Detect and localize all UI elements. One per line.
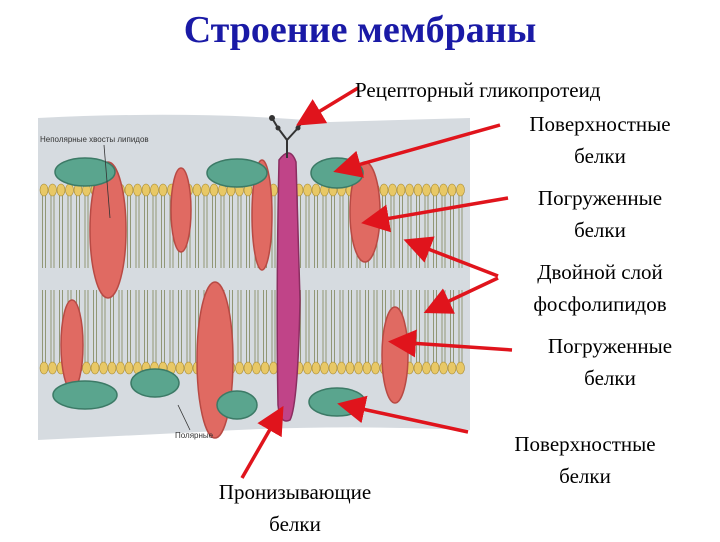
lipid-head (141, 183, 151, 197)
bilayer-label-1: Двойной слой (537, 260, 663, 284)
bilayer-label-2: фосфолипидов (533, 292, 667, 316)
lipid-head (311, 183, 321, 197)
lipid-head (260, 361, 270, 375)
embedded-proteins-bottom-label-1: Погруженные (547, 334, 673, 358)
lipid-head (82, 361, 91, 375)
lipid-head (150, 183, 159, 197)
lipid-head (175, 361, 185, 375)
arrow-piercing (240, 405, 284, 479)
transmembrane-protein (269, 115, 308, 422)
arrow-surface-top (333, 123, 501, 178)
polar-heads-label: Полярные (175, 431, 214, 440)
lipid-head (90, 361, 100, 375)
receptor-glycoprotein-label: Рецепторный гликопротеид (355, 78, 601, 102)
lipid-head (48, 183, 57, 197)
arrow-bilayer-upper (403, 236, 499, 278)
lipid-head (201, 183, 210, 197)
lipid-head (456, 183, 465, 197)
embedded-protein (381, 306, 409, 404)
surface-proteins-bottom-label-2: белки (559, 464, 611, 488)
page-title: Строение мембраны (183, 9, 537, 51)
arrow-receptor (296, 86, 359, 126)
lipid-head (447, 183, 457, 197)
surface-proteins-bottom-label-1: Поверхностные (514, 432, 656, 456)
arrow-embedded-bottom (388, 329, 513, 358)
glycoprotein-chain (271, 117, 306, 158)
surface-protein (54, 157, 116, 187)
lipid-head (39, 183, 49, 197)
lipid-head (320, 361, 329, 375)
arrow-bilayer-lower (423, 276, 499, 314)
lipid-head (56, 183, 66, 197)
surface-protein (52, 380, 118, 410)
lipid-head (252, 361, 261, 375)
lipid-head (447, 361, 457, 375)
lipid-head (379, 183, 389, 197)
lipid-head (362, 361, 372, 375)
surface-protein (206, 158, 268, 188)
lipid-head (192, 183, 202, 197)
lipid-head (243, 361, 253, 375)
lipid-head (328, 361, 338, 375)
lipid-head (371, 361, 380, 375)
lipid-head (430, 361, 440, 375)
lipid-head (388, 183, 397, 197)
surface-protein (310, 157, 364, 189)
lipid-head (269, 361, 278, 375)
lipid-head (39, 361, 49, 375)
lipid-head (65, 183, 74, 197)
arrow-embedded-top (361, 196, 509, 233)
lipid-head (124, 361, 134, 375)
lipid-head (422, 183, 431, 197)
surface-protein (130, 368, 180, 398)
lipid-head (354, 361, 363, 375)
lipid-head (303, 183, 312, 197)
surface-protein (216, 390, 258, 420)
lipid-head (133, 183, 142, 197)
lipid-head (184, 361, 193, 375)
surface-proteins-top-label-2: белки (574, 144, 626, 168)
callout-arrows (240, 86, 513, 479)
lipid-head (422, 361, 431, 375)
lipid-head (124, 183, 134, 197)
lipid-head (413, 183, 423, 197)
polar-pointer (177, 404, 191, 431)
lipid-head (99, 361, 108, 375)
lipid-head (345, 361, 355, 375)
lipid-head (116, 361, 125, 375)
lipid-head (439, 183, 448, 197)
embedded-protein (251, 159, 273, 271)
piercing-proteins-label-1: Пронизывающие (218, 480, 372, 504)
lipid-head (396, 183, 406, 197)
lipid-head (430, 183, 440, 197)
lipid-head (235, 361, 244, 375)
arrow-surface-bottom (337, 395, 469, 434)
embedded-proteins-top-label-2: белки (574, 218, 626, 242)
nonpolar-tails-label: Неполярные хвосты липидов (40, 135, 149, 144)
embedded-proteins-bottom-label-2: белки (584, 366, 636, 390)
piercing-proteins-label-2: белки (269, 512, 321, 536)
lipid-head (158, 183, 168, 197)
embedded-protein (170, 167, 192, 253)
lipid-head (48, 361, 57, 375)
lipid-head (311, 361, 321, 375)
lipid-head (209, 183, 219, 197)
lipid-head (107, 361, 117, 375)
embedded-protein (89, 161, 127, 299)
lipid-head (303, 361, 312, 375)
surface-proteins-top-label-1: Поверхностные (529, 112, 671, 136)
surface-protein (308, 387, 366, 417)
embedded-proteins-top-label-1: Погруженные (537, 186, 663, 210)
embedded-protein (60, 299, 84, 391)
lipid-head (413, 361, 423, 375)
lipid-head (337, 361, 346, 375)
lipid-head (456, 361, 465, 375)
lipid-head (439, 361, 448, 375)
nonpolar-pointer (103, 144, 111, 219)
lipid-head (405, 183, 414, 197)
